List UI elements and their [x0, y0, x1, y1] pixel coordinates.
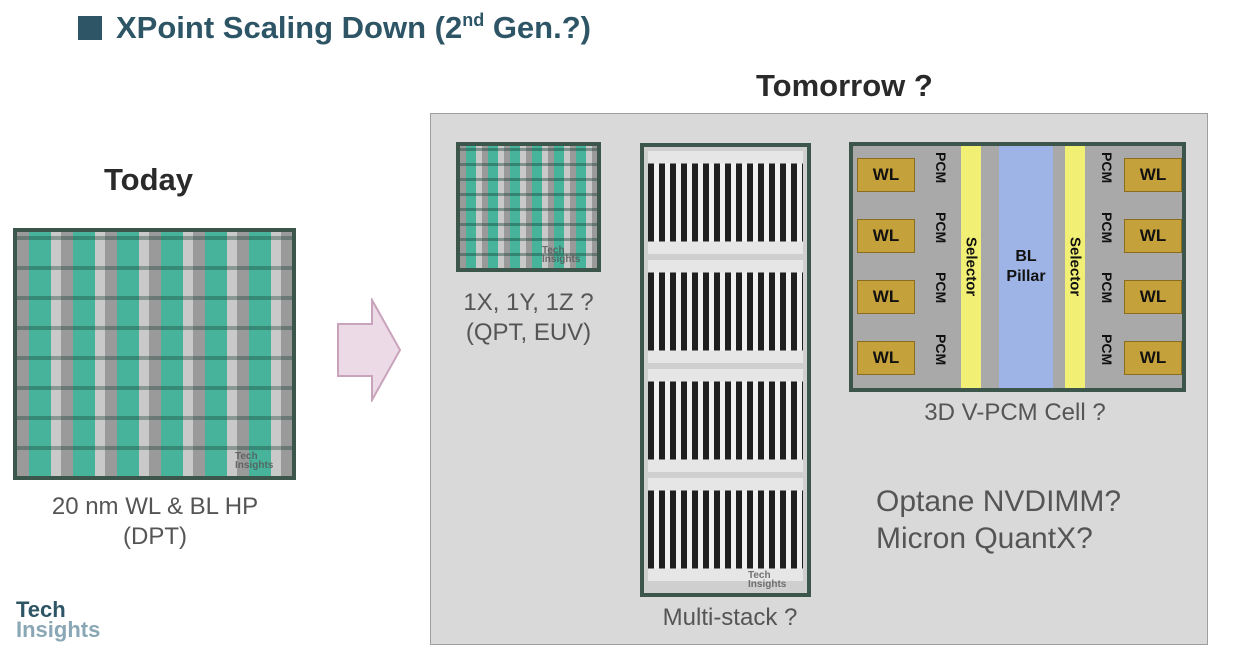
stack-layer — [648, 260, 803, 363]
wl-label: WL — [1124, 219, 1182, 253]
stack-layer — [648, 369, 803, 472]
slide-title: XPoint Scaling Down (2nd Gen.?) — [78, 10, 591, 46]
multi-stack-caption: Multi-stack ? — [662, 604, 798, 631]
techinsights-logo: Tech Insights — [16, 597, 101, 642]
pcm-label: PCM — [933, 212, 949, 244]
pcm-label: PCM — [1099, 152, 1115, 184]
wl-label: WL — [857, 280, 915, 314]
right-arrow-icon — [337, 298, 402, 402]
products-text: Optane NVDIMM? Micron QuantX? — [876, 485, 1122, 555]
wl-label: WL — [857, 341, 915, 375]
pcm-label: PCM — [1099, 272, 1115, 304]
small-node-caption: 1X, 1Y, 1Z ? (QPT, EUV) — [463, 289, 594, 346]
selector-right: Selector — [1065, 146, 1085, 388]
wl-label: WL — [1124, 280, 1182, 314]
wl-label: WL — [1124, 158, 1182, 192]
title-bullet-square — [78, 16, 102, 40]
today-caption: 20 nm WL & BL HP (DPT) — [51, 493, 259, 550]
pcm-label: PCM — [1099, 334, 1115, 366]
wl-label: WL — [857, 219, 915, 253]
pcm-label: PCM — [933, 152, 949, 184]
today-heading: Today — [104, 162, 193, 197]
pcm-label: PCM — [933, 334, 949, 366]
selector-left: Selector — [961, 146, 981, 388]
stack-layer — [648, 478, 803, 581]
stack-layer — [648, 151, 803, 254]
title-text: XPoint Scaling Down (2nd Gen.?) — [116, 10, 591, 45]
pcm-label: PCM — [1099, 212, 1115, 244]
pcm-label: PCM — [933, 272, 949, 304]
tomorrow-heading: Tomorrow ? — [756, 68, 933, 103]
wl-label: WL — [1124, 341, 1182, 375]
vpcm-caption: 3D V-PCM Cell ? — [924, 399, 1106, 426]
wl-label: WL — [857, 158, 915, 192]
